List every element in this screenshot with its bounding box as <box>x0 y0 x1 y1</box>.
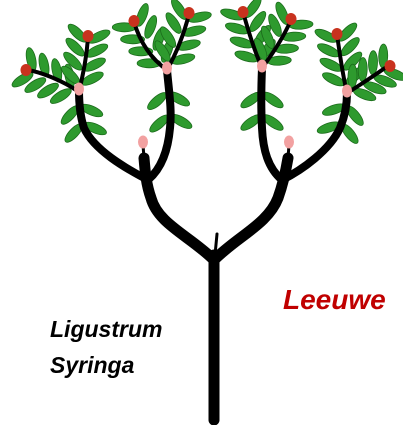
terminal-bud-icon <box>184 7 195 19</box>
terminal-bud-icon <box>385 60 396 72</box>
lateral-bud-icon <box>138 136 148 149</box>
lateral-bud-icon <box>257 60 267 73</box>
branch-ll <box>79 90 148 180</box>
terminal-bud-icon <box>286 13 297 25</box>
terminal-bud-icon <box>21 64 32 76</box>
leaf <box>358 57 368 81</box>
lateral-bud-icon <box>284 136 294 149</box>
terminal-bud-icon <box>129 15 140 27</box>
leaf <box>348 64 358 88</box>
lateral-bud-icon <box>74 83 84 96</box>
lateral-bud-icon <box>162 62 172 75</box>
genus-label-syringa: Syringa <box>50 352 134 379</box>
lateral-bud-layer <box>74 60 352 149</box>
highlight-label: Leeuwe <box>283 284 386 316</box>
terminal-bud-icon <box>83 30 94 42</box>
terminal-bud-icon <box>238 6 249 18</box>
terminal-bud-icon <box>332 28 343 40</box>
genus-label-ligustrum: Ligustrum <box>50 316 162 343</box>
leaf <box>368 51 378 75</box>
lateral-bud-icon <box>342 85 352 98</box>
